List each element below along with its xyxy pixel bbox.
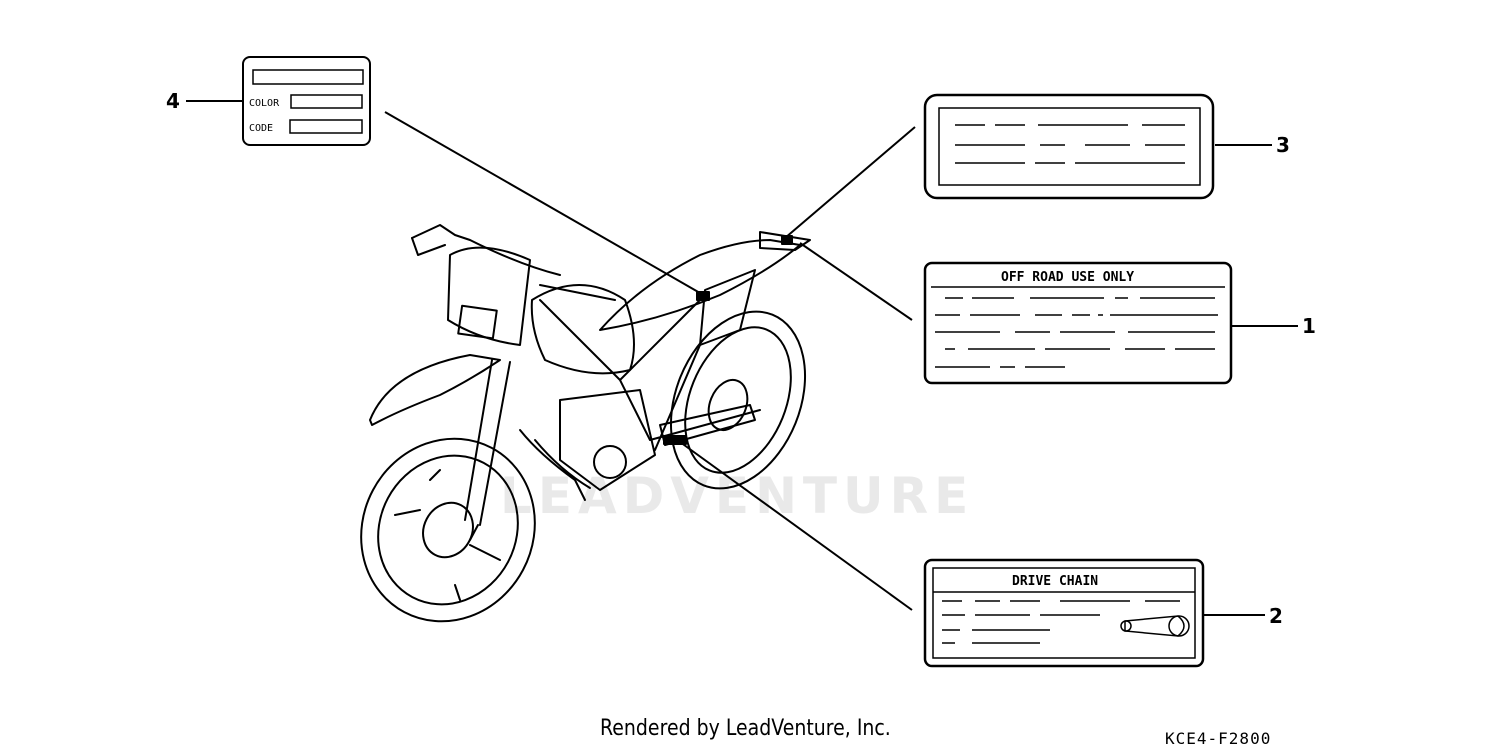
chain-diagram-icon	[1120, 615, 1190, 637]
leader-lines	[186, 100, 1298, 616]
label-color-code: COLOR CODE	[242, 56, 371, 146]
label-caution-blank	[923, 93, 1215, 200]
callout-number-1: 1	[1302, 314, 1316, 338]
motorcycle-illustration	[360, 224, 811, 623]
drive-chain-heading: DRIVE CHAIN	[1012, 574, 1098, 589]
callout-number-4: 4	[166, 89, 180, 113]
watermark-text: LEADVENTURE	[500, 467, 974, 525]
footer-credit: Rendered by LeadVenture, Inc.	[600, 716, 891, 741]
color-field-label: COLOR	[249, 98, 280, 109]
callout-number-2: 2	[1269, 604, 1283, 628]
callout-number-3: 3	[1276, 133, 1290, 157]
code-field-label: CODE	[249, 123, 273, 134]
diagram-code: KCE4-F2800	[1165, 729, 1272, 748]
off-road-heading: OFF ROAD USE ONLY	[1001, 270, 1134, 285]
label-off-road-use-only: OFF ROAD USE ONLY	[923, 261, 1233, 385]
label-drive-chain: DRIVE CHAIN	[923, 558, 1205, 668]
